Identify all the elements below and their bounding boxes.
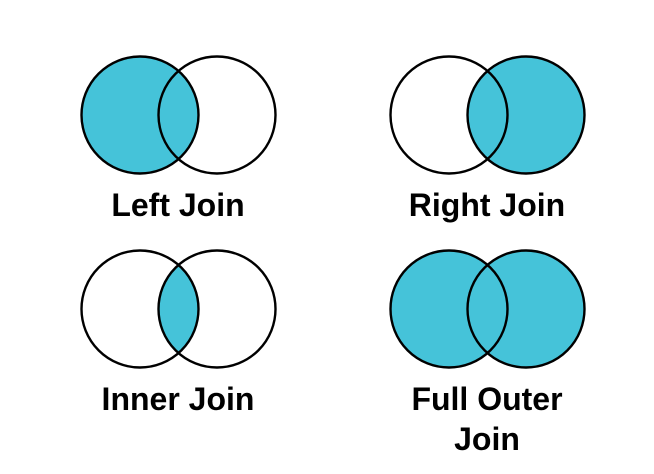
venn-svg [79,55,277,175]
venn-svg [388,55,586,175]
venn-diagram-inner-join [78,247,279,371]
venn-panel-full-outer-join: Full Outer Join [327,232,654,459]
venn-diagram-left-join [78,53,279,177]
venn-diagram-right-join [387,53,588,177]
venn-panel-left-join: Left Join [0,0,327,232]
venn-label-full-outer-join: Full Outer Join [411,381,563,457]
venn-label-right-join: Right Join [408,187,566,223]
venn-svg [388,249,586,369]
venn-panel-right-join: Right Join [327,0,654,232]
venn-svg [79,249,277,369]
venn-label-inner-join: Inner Join [101,381,255,417]
venn-panel-inner-join: Inner Join [0,232,327,459]
venn-label-left-join: Left Join [111,187,245,223]
join-diagrams-grid: Left Join Right Join Inner Join Full Out… [0,0,654,459]
venn-diagram-full-outer-join [387,247,588,371]
